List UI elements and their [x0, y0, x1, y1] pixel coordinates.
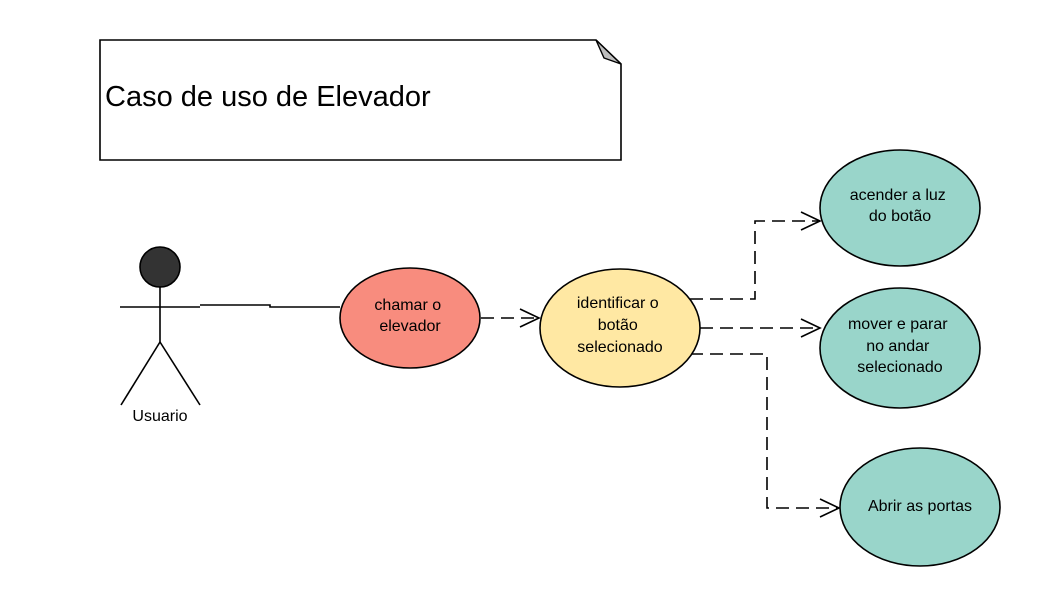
use-case-chamar-elevador[interactable]: chamar o elevador — [339, 267, 481, 369]
note-title: Caso de uso de Elevador — [105, 81, 431, 113]
use-case-ellipse — [339, 267, 481, 369]
arrowhead — [800, 318, 822, 338]
dependency-identificar-mover[interactable] — [700, 318, 822, 338]
use-case-acender-luz[interactable]: acender a luz do botão — [819, 149, 981, 267]
arrowhead — [800, 211, 822, 231]
dependency-identificar-acender[interactable] — [690, 211, 822, 300]
use-case-label: identificar o botão selecionado — [577, 295, 663, 356]
dependency-line — [690, 353, 837, 509]
use-case-label: acender a luz do botão — [850, 187, 951, 225]
use-case-mover-parar[interactable]: mover e parar no andar selecionado — [819, 287, 981, 409]
actor-right-leg — [159, 341, 201, 406]
arrowhead — [819, 498, 841, 518]
dependency-identificar-abrir[interactable] — [690, 353, 841, 518]
use-case-label: Abrir as portas — [868, 498, 972, 515]
dependency-chamar-identificar[interactable] — [481, 308, 541, 328]
actor-left-leg — [120, 341, 161, 406]
use-case-ellipse — [539, 268, 701, 388]
use-case-identificar-botao[interactable]: identificar o botão selecionado — [539, 268, 701, 388]
use-case-ellipse — [819, 287, 981, 409]
use-case-ellipse — [839, 447, 1001, 567]
note[interactable]: Caso de uso de Elevador — [99, 39, 622, 161]
arrowhead — [519, 308, 541, 328]
actor-usuario[interactable]: Usuario — [120, 246, 201, 425]
use-case-abrir-portas[interactable]: Abrir as portas — [839, 447, 1001, 567]
dependency-line — [690, 220, 818, 300]
use-case-ellipse — [819, 149, 981, 267]
actor-head — [139, 246, 181, 288]
association-line — [200, 304, 340, 308]
note-fold-corner — [595, 39, 622, 65]
use-case-label: mover e parar no andar selecionado — [848, 316, 952, 376]
note-body — [99, 39, 622, 161]
use-case-label: chamar o elevador — [374, 297, 445, 335]
actor-label: Usuario — [132, 408, 187, 425]
